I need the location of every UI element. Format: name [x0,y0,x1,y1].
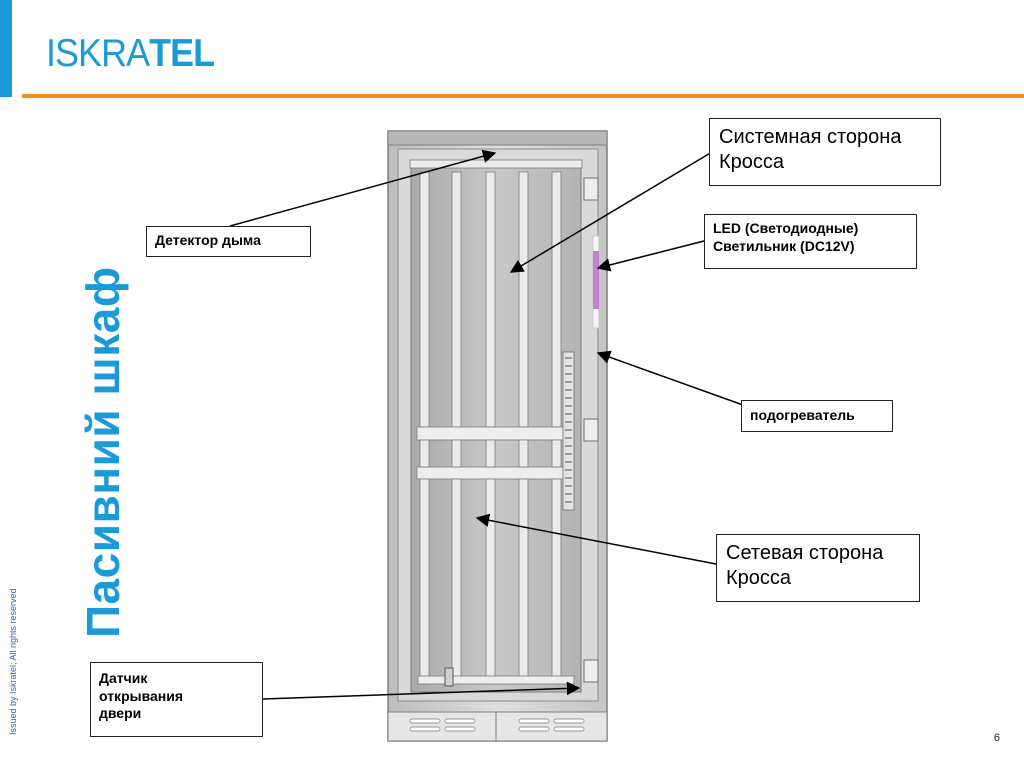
door-sensor-label-line2: открывания [99,687,184,704]
callout-led-light: LED (Светодиодные) Светильник (DC12V) [704,214,917,269]
arrow-network-side [475,513,717,565]
door-sensor-label-line3: двери [99,705,142,721]
network-side-label-line2: Кросса [726,567,792,589]
iskratel-logo: ISKRATEL [46,32,215,75]
callout-heater: подогреватель [741,400,893,432]
left-accent-bar [0,0,12,97]
door-sensor [444,667,454,687]
arrow-door-sensor [262,681,581,700]
callout-smoke-detector: Детектор дыма [146,226,311,257]
network-side-label-line1: Сетевая сторона [726,542,884,564]
door-hinges [583,177,599,683]
page-number: 6 [993,732,1000,744]
header-divider [22,94,1024,98]
callout-system-side: Системная сторона Кросса [709,118,941,186]
arrow-smoke-detector [229,149,497,227]
smoke-detector-label: Детектор дыма [155,232,261,248]
heater-label: подогреватель [750,407,855,423]
system-side-label-line1: Системная сторона [719,126,902,148]
upper-rails [419,171,562,428]
led-label-line2: Светильник (DC12V) [713,237,855,254]
arrow-system-side [509,151,713,273]
led-light-strip [592,235,600,329]
cabinet-plinth [387,711,608,742]
arrow-led [596,240,705,272]
lower-rails [417,478,575,685]
callout-network-side: Сетевая сторона Кросса [716,534,920,602]
led-label-line1: LED (Светодиодные) [713,220,859,236]
middle-crossbars [416,426,568,480]
arrow-heater [596,350,744,406]
callout-arrows [229,149,744,700]
callout-door-sensor: Датчик открывания двери [90,662,263,737]
system-side-label-line2: Кросса [719,151,785,173]
cable-management-strip [562,351,575,511]
door-sensor-label-line1: Датчик [99,670,148,686]
